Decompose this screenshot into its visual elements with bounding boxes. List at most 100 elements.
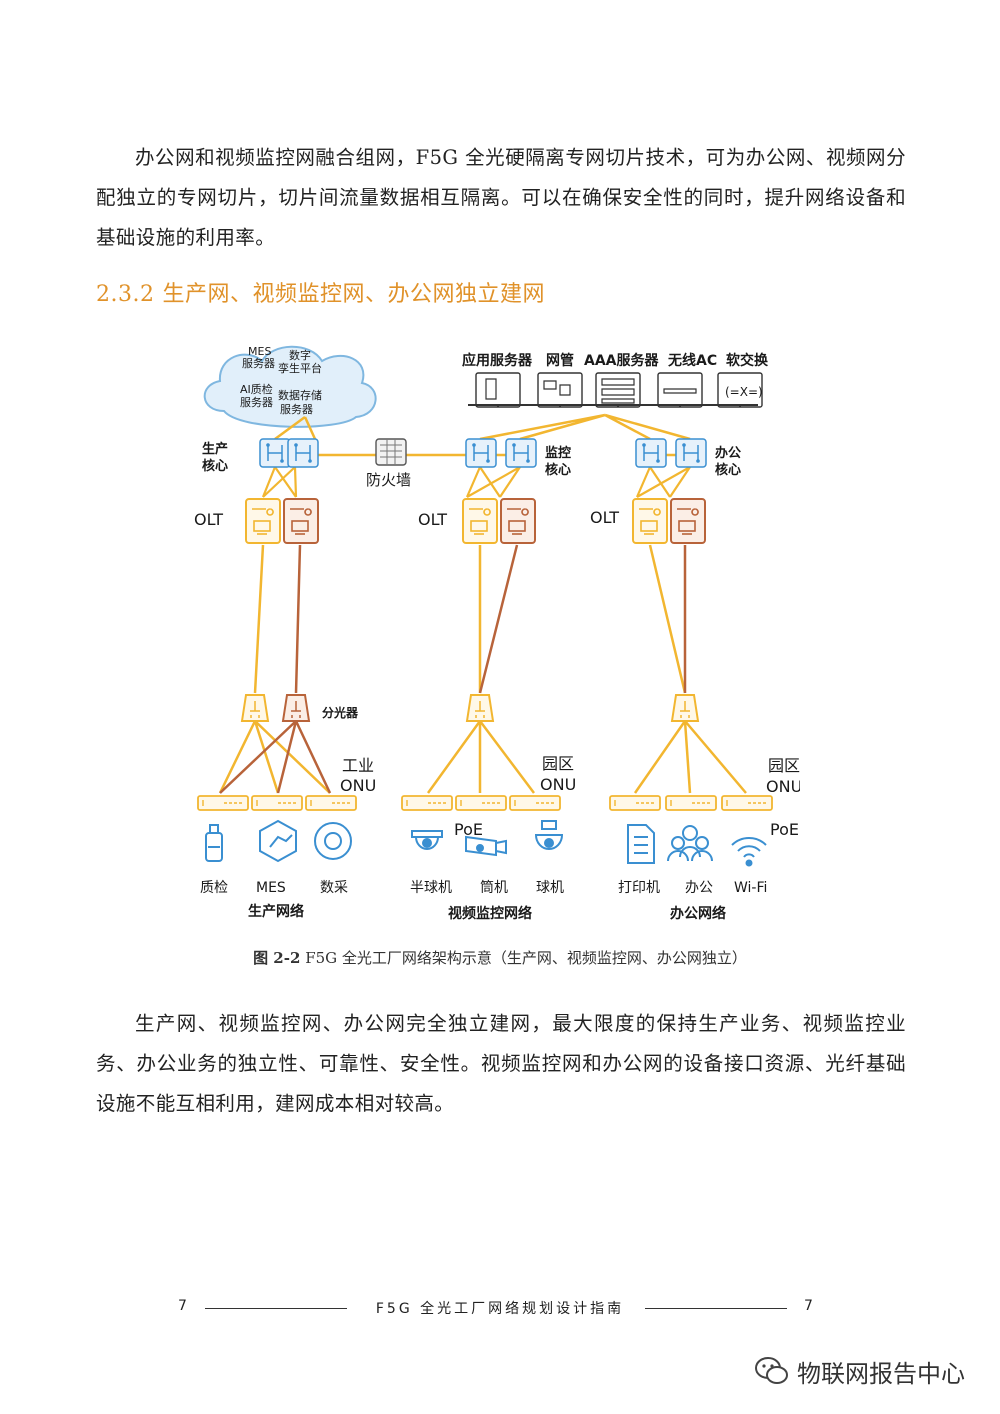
office-splitter (671, 694, 699, 722)
office-olt-backup (670, 498, 706, 544)
page-number-right: 7 (804, 1298, 813, 1314)
office-users-icon (667, 825, 713, 862)
page-number-left: 7 (178, 1298, 187, 1314)
mon-splitter (466, 694, 494, 722)
prod-onu-1 (197, 795, 249, 811)
industrial-onu-label: 工业 (342, 756, 374, 775)
mon-olt-label: OLT (418, 510, 447, 529)
wifi-icon (731, 836, 767, 867)
device-office-label: 办公 (685, 880, 713, 896)
mon-olt-backup (500, 498, 536, 544)
intro-paragraph: 办公网和视频监控网融合组网，F5G 全光硬隔离专网切片技术，可为办公网、视频网分… (96, 146, 906, 249)
section-number: 2.3.2 (96, 282, 155, 307)
mon-core-label-2: 核心 (545, 462, 571, 478)
mon-onu-3 (509, 795, 561, 811)
app-server-icon (475, 372, 521, 408)
cloud-services: MES 服务器 数字 孪生平台 AI质检 服务器 数据存储 服务器 (203, 345, 377, 428)
network-architecture-diagram: MES 服务器 数字 孪生平台 AI质检 服务器 数据存储 服务器 应用服务器 … (194, 345, 800, 922)
device-printer-label: 打印机 (618, 879, 660, 896)
office-core-label-2: 核心 (715, 462, 741, 478)
device-wifi-label: Wi-Fi (734, 880, 767, 896)
footer-rule-right (645, 1308, 787, 1309)
quality-camera-icon (205, 824, 223, 862)
prod-core-switch-1 (259, 438, 291, 468)
server-nm-label: 网管 (546, 352, 574, 369)
svg-text:(=X=): (=X=) (725, 385, 763, 399)
device-collect-label: 数采 (320, 880, 348, 896)
office-onu-2 (665, 795, 717, 811)
office-core-switch-1 (635, 438, 667, 468)
section-title: 生产网、视频监控网、办公网独立建网 (162, 282, 545, 307)
diagram-links (218, 413, 747, 794)
office-olt-primary (632, 498, 668, 544)
server-app-label: 应用服务器 (462, 352, 533, 369)
cloud-twin: 数字 (289, 348, 311, 362)
splitter-label: 分光器 (322, 705, 359, 720)
prod-onu-3 (305, 795, 357, 811)
footer-rule-left (205, 1308, 347, 1309)
mon-core-switch-1 (465, 438, 497, 468)
office-onu-label-2: ONU (766, 777, 800, 796)
printer-doc-icon (627, 824, 655, 864)
device-dome-label: 半球机 (410, 880, 452, 896)
prod-splitter-primary (241, 694, 269, 722)
ball-camera-icon (534, 820, 564, 850)
office-core-label: 办公 (715, 445, 741, 461)
terminal-devices (205, 819, 767, 867)
prod-olt-label: OLT (194, 510, 223, 529)
mon-olt-primary (462, 498, 498, 544)
watermark-text: 物联网报告中心 (797, 1360, 965, 1388)
conclusion-paragraph: 生产网、视频监控网、办公网完全独立建网，最大限度的保持生产业务、视频监控业务、办… (96, 1012, 906, 1115)
footer-title: F5G 全光工厂网络规划设计指南 (375, 1301, 625, 1317)
mes-robot-icon (259, 819, 297, 863)
office-olt-label: OLT (590, 508, 619, 527)
mon-onu-1 (401, 795, 453, 811)
dome-camera-icon (411, 830, 443, 850)
mon-core-switch-2 (505, 438, 537, 468)
bullet-camera-icon (465, 835, 507, 857)
server-ac-label: 无线AC (667, 352, 717, 369)
data-collection-icon (314, 822, 352, 860)
prod-network-label: 生产网络 (248, 903, 304, 920)
prod-core-label: 生产 (202, 441, 228, 457)
mon-core-label: 监控 (545, 445, 571, 461)
cloud-mes-server: 服务器 (242, 357, 275, 370)
prod-olt-primary (245, 498, 281, 544)
figure-number: 图 2-2 (253, 949, 301, 967)
prod-core-switch-2 (287, 438, 319, 468)
section-heading: 2.3.2 生产网、视频监控网、办公网独立建网 (96, 276, 545, 308)
prod-olt-backup (283, 498, 319, 544)
device-ball-label: 球机 (536, 880, 564, 896)
device-quality-label: 质检 (200, 880, 228, 896)
figure-caption: 图 2-2 F5G 全光工厂网络架构示意（生产网、视频监控网、办公网独立） (0, 947, 1000, 968)
firewall-icon (375, 438, 407, 466)
office-core-switch-2 (675, 438, 707, 468)
prod-onu-2 (251, 795, 303, 811)
device-bullet-label: 筒机 (480, 879, 508, 896)
figure-caption-text: F5G 全光工厂网络架构示意（生产网、视频监控网、办公网独立） (305, 949, 747, 967)
office-network-label: 办公网络 (670, 905, 726, 922)
mon-onu-2 (455, 795, 507, 811)
industrial-onu-label-2: ONU (340, 776, 376, 795)
poe-label-office: PoE (770, 820, 799, 839)
server-softswitch-label: 软交换 (726, 352, 769, 369)
video-network-label: 视频监控网络 (448, 905, 532, 922)
cloud-storage: 数据存储 (278, 388, 322, 402)
office-onu-label: 园区 (768, 756, 800, 775)
server-aaa-label: AAA服务器 (584, 352, 660, 369)
cloud-mes: MES (248, 345, 271, 358)
prod-core-label-2: 核心 (202, 458, 228, 474)
mon-onu-label-2: ONU (540, 775, 576, 794)
cloud-twin-platform: 孪生平台 (278, 361, 322, 375)
cloud-ai: AI质检 (240, 382, 273, 396)
office-onu-1 (609, 795, 661, 811)
mon-onu-label: 园区 (542, 754, 574, 773)
device-mes-label: MES (256, 880, 286, 896)
poe-label-video: PoE (454, 820, 483, 839)
server-row: 应用服务器 网管 AAA服务器 无线AC 软交换 (=X=) (462, 352, 769, 408)
cloud-ai-server: 服务器 (240, 396, 273, 409)
firewall-label: 防火墙 (366, 471, 411, 489)
prod-splitter-backup (282, 694, 310, 722)
wechat-icon (755, 1357, 788, 1384)
page-footer: 7 F5G 全光工厂网络规划设计指南 7 (0, 1298, 1000, 1322)
